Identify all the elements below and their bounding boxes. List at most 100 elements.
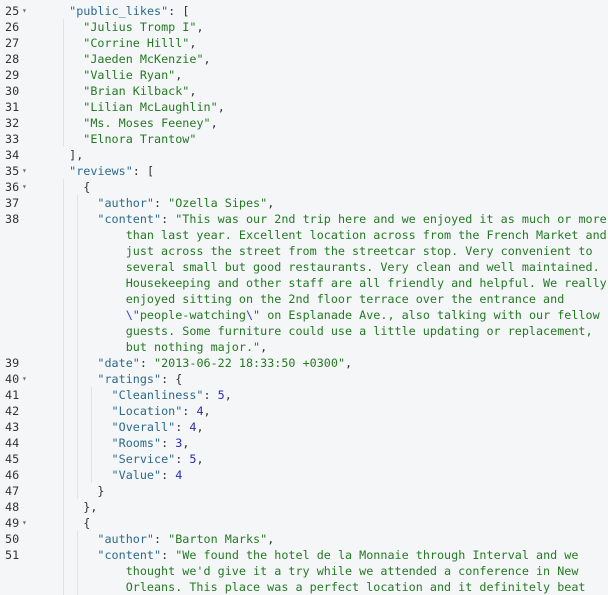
line-gutter: 40▾ [0, 371, 46, 387]
json-key: "Value" [111, 468, 162, 482]
code-text: "author": "Ozella Sipes", [97, 196, 274, 210]
indent-guide [63, 67, 65, 83]
code-content: "Vallie Ryan", [46, 67, 608, 83]
code-content: "Elnora Trantow" [46, 131, 608, 147]
code-line: 49▾{ [0, 515, 608, 531]
code-content: "ratings": { [46, 371, 608, 387]
fold-toggle-icon[interactable]: ▾ [22, 374, 27, 383]
code-text: "ratings": { [97, 372, 182, 386]
json-string: "We found the hotel de la Monnaie throug… [175, 548, 579, 562]
indent-guide [63, 403, 65, 419]
indent-guide [63, 547, 65, 563]
line-number: 27 [5, 36, 20, 50]
json-punctuation: , [345, 356, 353, 370]
line-number: 48 [5, 500, 20, 514]
line-gutter: 51 [0, 547, 46, 563]
code-line: 37"author": "Ozella Sipes", [0, 195, 608, 211]
fold-toggle-icon[interactable]: ▾ [22, 166, 27, 175]
line-number: 29 [5, 68, 20, 82]
line-number: 30 [5, 84, 20, 98]
fold-toggle-icon[interactable]: ▾ [22, 6, 27, 15]
json-punctuation: : [175, 420, 190, 434]
indent-guide [63, 195, 65, 211]
code-line: 43 "Overall": 4, [0, 419, 608, 435]
line-gutter: 33 [0, 131, 46, 147]
line-gutter: 48 [0, 499, 46, 515]
code-content: thought we'd give it a try while we atte… [46, 563, 608, 579]
line-gutter: 30 [0, 83, 46, 99]
line-gutter: 32 [0, 115, 46, 131]
line-number: 31 [5, 100, 20, 114]
json-string: Orleans. This place was a perfect locati… [125, 580, 586, 594]
code-text: \"people-watching\" on Esplanade Ave., a… [126, 308, 600, 322]
json-punctuation: , [189, 84, 197, 98]
json-punctuation: , [210, 116, 218, 130]
indent-guide [77, 371, 79, 387]
code-content: Orleans. This place was a perfect locati… [46, 579, 608, 595]
code-text: guests. Some furniture could use a littl… [126, 324, 593, 338]
json-punctuation: , [203, 404, 211, 418]
code-line: 28 "Jaeden McKenzie", [0, 51, 608, 67]
line-gutter: 50 [0, 531, 46, 547]
fold-toggle-icon[interactable]: ▾ [22, 182, 27, 191]
code-content: ], [46, 147, 608, 163]
json-key: "ratings" [97, 372, 162, 386]
indent-guide [63, 339, 65, 355]
code-line: 41"Cleanliness": 5, [0, 387, 608, 403]
line-gutter [0, 339, 46, 355]
indent-guide [63, 371, 65, 387]
code-text: }, [83, 500, 97, 514]
indent-guide [63, 419, 65, 435]
code-text: "Julius Tromp I", [83, 20, 203, 34]
json-string: "Elnora Trantow" [83, 132, 197, 146]
json-string: "Brian Kilback" [83, 84, 190, 98]
indent-guide [91, 451, 93, 467]
code-text: "Lilian McLaughlin", [83, 100, 225, 114]
code-line-wrap: \"people-watching\" on Esplanade Ave., a… [0, 307, 608, 323]
line-gutter: 43 [0, 419, 46, 435]
code-line-wrap: Orleans. This place was a perfect locati… [0, 579, 608, 595]
indent-guide [77, 243, 79, 259]
json-number: 3 [175, 436, 183, 450]
code-content: }, [46, 499, 608, 515]
indent-guide [63, 83, 65, 99]
fold-toggle-icon[interactable]: ▾ [22, 518, 27, 527]
line-gutter: 47 [0, 483, 46, 499]
code-line: 46"Value": 4 [0, 467, 608, 483]
line-number: 51 [5, 548, 20, 562]
json-punctuation: , [217, 100, 225, 114]
json-number: 4 [196, 404, 204, 418]
line-number: 50 [5, 532, 20, 546]
json-string: people-watching [139, 308, 246, 322]
json-key: "Overall" [111, 420, 176, 434]
code-text: "Jaeden McKenzie", [83, 52, 210, 66]
code-content: } [46, 483, 608, 499]
json-string: "Lilian McLaughlin" [83, 100, 218, 114]
indent-guide [63, 435, 65, 451]
json-string: "2013-06-22 18:33:50 +0300" [154, 356, 346, 370]
json-number: 5 [217, 388, 225, 402]
code-line: 25▾"public_likes": [ [0, 3, 608, 19]
json-key: "author" [97, 196, 154, 210]
indent-guide [63, 307, 65, 323]
json-string: just across the street from the streetca… [125, 244, 593, 258]
code-text: "Overall": 4, [112, 420, 204, 434]
line-gutter: 36▾ [0, 179, 46, 195]
json-number: 4 [175, 468, 183, 482]
code-text: "content": "We found the hotel de la Mon… [97, 548, 578, 562]
json-number: 5 [189, 452, 197, 466]
code-line: 45"Service": 5, [0, 451, 608, 467]
line-number: 42 [5, 404, 20, 418]
indent-guide [63, 515, 65, 531]
indent-guide [63, 259, 65, 275]
line-gutter: 42 [0, 403, 46, 419]
line-number: 28 [5, 52, 20, 66]
json-punctuation: , [189, 36, 197, 50]
line-number: 45 [5, 452, 20, 466]
json-punctuation: : { [161, 372, 183, 386]
indent-guide [77, 563, 79, 579]
json-string: on Esplanade Ave., also talking with our… [260, 308, 600, 322]
json-number: 4 [189, 420, 197, 434]
code-text: ], [69, 148, 83, 162]
